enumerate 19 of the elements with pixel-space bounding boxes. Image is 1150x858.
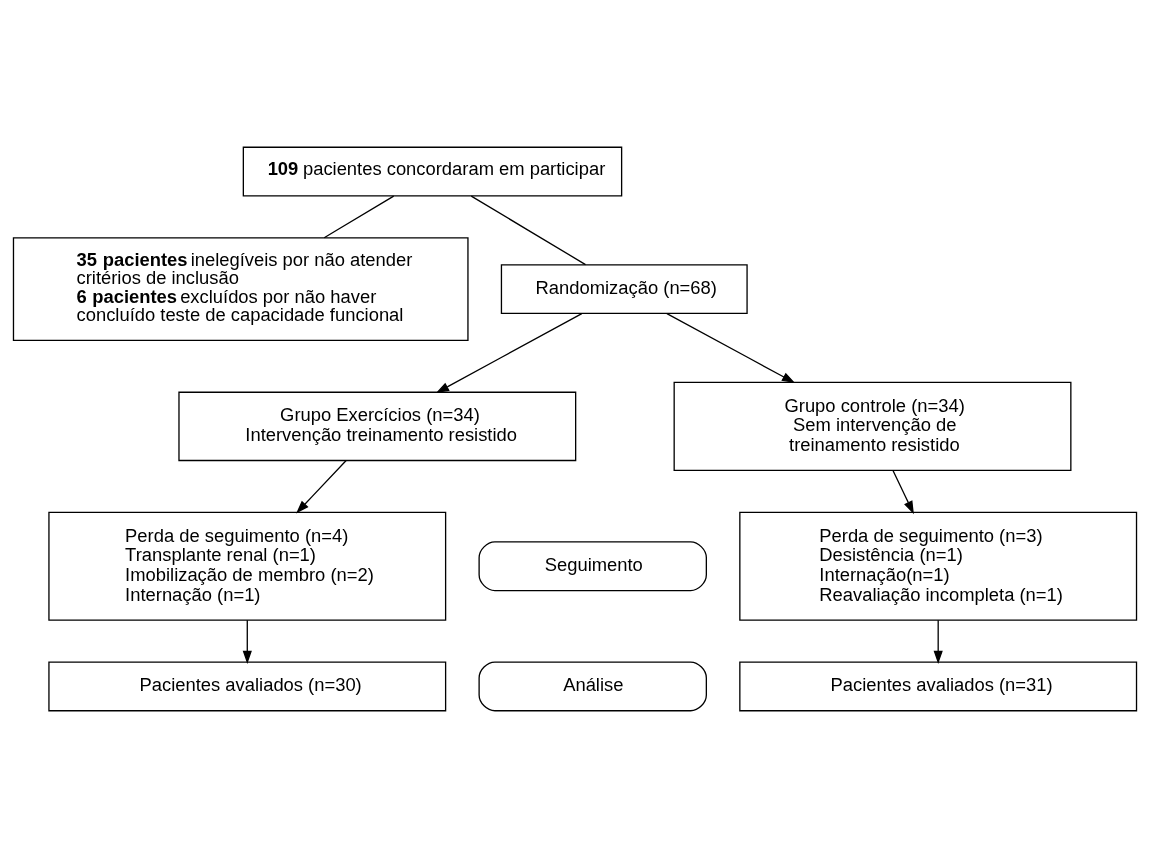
node-box: Grupo Exercícios (n=34) Intervenção treinamento resistido	[178, 391, 577, 462]
arrow	[435, 312, 583, 394]
node-box: Análise	[478, 661, 707, 712]
node-box: 109 pacientes concordaram em participar	[242, 146, 623, 197]
node-box: Pacientes avaliados (n=31)	[739, 661, 1138, 712]
node-box: Pacientes avaliados (n=30)	[48, 661, 447, 712]
node-box: Perda de seguimento (n=3) Desistência (n=1) Internação(n=1) Reavaliação incompleta (n=1)	[739, 511, 1138, 621]
arrow	[892, 470, 914, 515]
arrow	[242, 619, 252, 664]
node-box: Randomização (n=68)	[500, 264, 748, 315]
arrow	[933, 619, 943, 664]
node-box: Perda de seguimento (n=4) Transplante renal (n=1) Imobilização de membro (n=2) Internação (n=1)	[48, 511, 447, 621]
node-box: 35 pacientes inelegíveis por não atender critérios de inclusão 6 pacientes excluídos por não haver concluído teste de capacidade funcional	[12, 237, 469, 341]
connector	[470, 195, 587, 266]
node-box: Seguimento	[478, 541, 707, 592]
arrow	[666, 312, 796, 384]
node-box: Grupo controle (n=34) Sem intervenção de treinamento resistido	[673, 381, 1072, 472]
connector	[323, 195, 395, 239]
arrow	[296, 459, 347, 514]
